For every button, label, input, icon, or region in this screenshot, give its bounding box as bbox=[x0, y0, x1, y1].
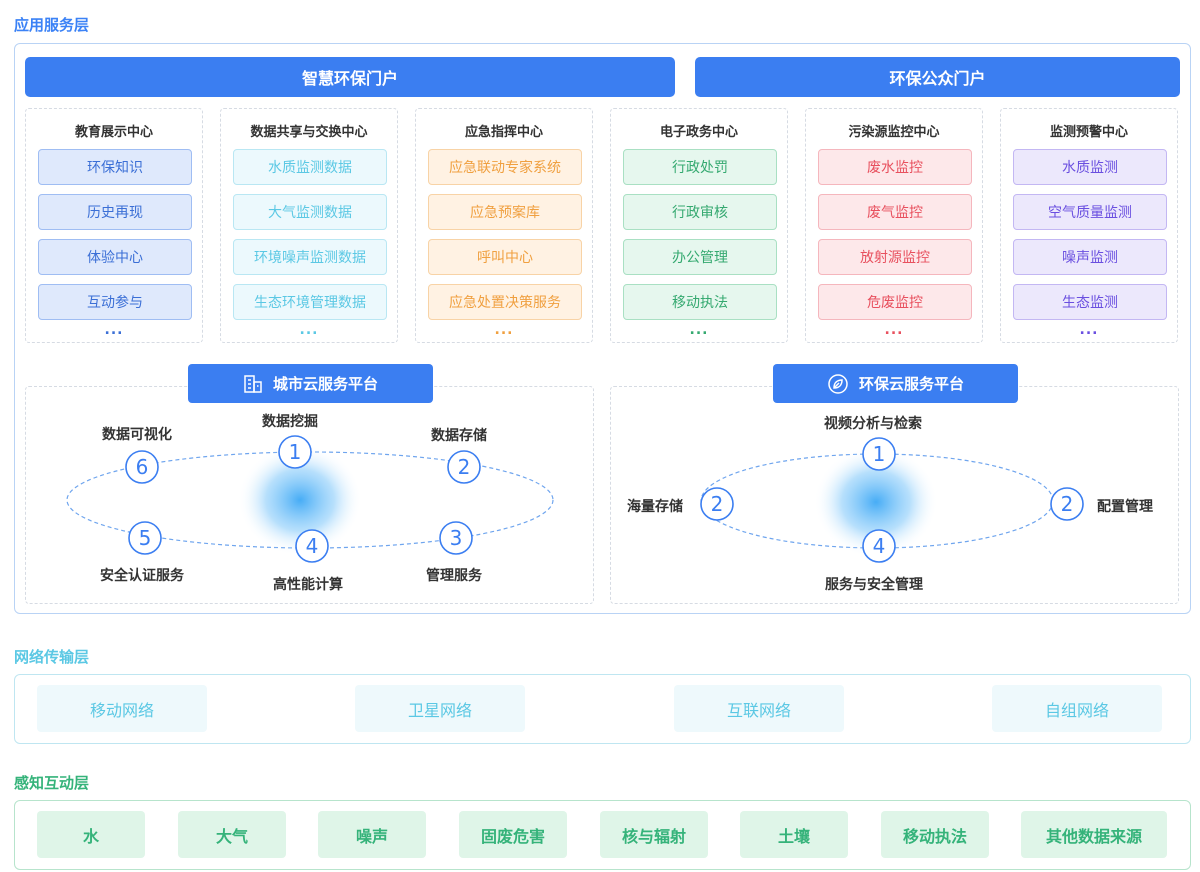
perception-item-other-sources[interactable]: 其他数据来源 bbox=[1021, 811, 1167, 858]
network-layer-box bbox=[14, 674, 1191, 744]
perception-item-radiation[interactable]: 核与辐射 bbox=[600, 811, 708, 858]
building-icon bbox=[244, 374, 262, 393]
env-node-1-label: 视频分析与检索 bbox=[824, 416, 922, 432]
center-item[interactable]: 水质监测 bbox=[1013, 149, 1167, 185]
center-education: 教育展示中心 环保知识 历史再现 体验中心 互动参与 ... bbox=[25, 108, 203, 343]
more-dots: ... bbox=[494, 322, 514, 338]
perception-item-air[interactable]: 大气 bbox=[178, 811, 286, 858]
center-item[interactable]: 行政处罚 bbox=[623, 149, 777, 185]
network-item-mobile[interactable]: 移动网络 bbox=[37, 685, 207, 732]
center-item[interactable]: 办公管理 bbox=[623, 239, 777, 275]
center-emergency: 应急指挥中心 应急联动专家系统 应急预案库 呼叫中心 应急处置决策服务 ... bbox=[415, 108, 593, 343]
city-node-6-label: 数据可视化 bbox=[102, 427, 172, 443]
network-layer-title: 网络传输层 bbox=[14, 648, 90, 666]
more-dots: ... bbox=[689, 322, 709, 338]
perception-layer-title: 感知互动层 bbox=[14, 774, 90, 792]
perception-item-solid-waste[interactable]: 固废危害 bbox=[459, 811, 567, 858]
center-data-sharing: 数据共享与交换中心 水质监测数据 大气监测数据 环境噪声监测数据 生态环境管理数… bbox=[220, 108, 398, 343]
city-platform-title: 城市云服务平台 bbox=[272, 375, 378, 393]
center-item[interactable]: 呼叫中心 bbox=[428, 239, 582, 275]
center-monitoring: 监测预警中心 水质监测 空气质量监测 噪声监测 生态监测 ... bbox=[1000, 108, 1178, 343]
env-node-4-label: 服务与安全管理 bbox=[825, 577, 923, 593]
center-item[interactable]: 危废监控 bbox=[818, 284, 972, 320]
city-node-5-label: 安全认证服务 bbox=[100, 568, 184, 584]
env-node-5-label: 海量存储 bbox=[627, 499, 683, 515]
more-dots: ... bbox=[884, 322, 904, 338]
more-dots: ... bbox=[104, 322, 124, 338]
perception-item-mobile-enforcement[interactable]: 移动执法 bbox=[881, 811, 989, 858]
center-item[interactable]: 生态监测 bbox=[1013, 284, 1167, 320]
center-title: 污染源监控中心 bbox=[848, 125, 940, 140]
center-item[interactable]: 历史再现 bbox=[38, 194, 192, 230]
center-item[interactable]: 生态环境管理数据 bbox=[233, 284, 387, 320]
more-dots: ... bbox=[1079, 322, 1099, 338]
perception-item-water[interactable]: 水 bbox=[37, 811, 145, 858]
city-node-1-label: 数据挖掘 bbox=[262, 414, 318, 430]
center-title: 监测预警中心 bbox=[1049, 125, 1128, 140]
center-item[interactable]: 体验中心 bbox=[38, 239, 192, 275]
perception-layer-box bbox=[14, 800, 1191, 870]
center-item[interactable]: 互动参与 bbox=[38, 284, 192, 320]
network-item-internet[interactable]: 互联网络 bbox=[674, 685, 844, 732]
env-platform-title: 环保云服务平台 bbox=[858, 375, 964, 393]
center-item[interactable]: 废气监控 bbox=[818, 194, 972, 230]
center-item[interactable]: 放射源监控 bbox=[818, 239, 972, 275]
center-item[interactable]: 应急预案库 bbox=[428, 194, 582, 230]
center-pollution: 污染源监控中心 废水监控 废气监控 放射源监控 危废监控 ... bbox=[805, 108, 983, 343]
more-dots: ... bbox=[299, 322, 319, 338]
center-item[interactable]: 应急处置决策服务 bbox=[428, 284, 582, 320]
center-title: 电子政务中心 bbox=[659, 125, 738, 140]
env-node-2-label: 配置管理 bbox=[1097, 499, 1153, 515]
center-title: 应急指挥中心 bbox=[464, 125, 543, 140]
center-item[interactable]: 移动执法 bbox=[623, 284, 777, 320]
center-item[interactable]: 应急联动专家系统 bbox=[428, 149, 582, 185]
center-item[interactable]: 环保知识 bbox=[38, 149, 192, 185]
perception-item-noise[interactable]: 噪声 bbox=[318, 811, 426, 858]
center-title: 教育展示中心 bbox=[74, 125, 153, 140]
city-node-3-label: 管理服务 bbox=[426, 568, 482, 584]
leaf-icon bbox=[828, 373, 848, 394]
network-item-satellite[interactable]: 卫星网络 bbox=[355, 685, 525, 732]
center-item[interactable]: 水质监测数据 bbox=[233, 149, 387, 185]
center-item[interactable]: 环境噪声监测数据 bbox=[233, 239, 387, 275]
network-item-adhoc[interactable]: 自组网络 bbox=[992, 685, 1162, 732]
center-item[interactable]: 大气监测数据 bbox=[233, 194, 387, 230]
perception-item-soil[interactable]: 土壤 bbox=[740, 811, 848, 858]
smart-env-portal[interactable]: 智慧环保门户 bbox=[25, 57, 675, 97]
application-layer-title: 应用服务层 bbox=[14, 16, 90, 34]
city-node-4-label: 高性能计算 bbox=[273, 577, 343, 593]
center-item[interactable]: 噪声监测 bbox=[1013, 239, 1167, 275]
center-egov: 电子政务中心 行政处罚 行政审核 办公管理 移动执法 ... bbox=[610, 108, 788, 343]
public-env-portal[interactable]: 环保公众门户 bbox=[695, 57, 1180, 97]
city-platform-banner[interactable]: 城市云服务平台 bbox=[188, 364, 433, 403]
center-item[interactable]: 废水监控 bbox=[818, 149, 972, 185]
center-item[interactable]: 行政审核 bbox=[623, 194, 777, 230]
center-title: 数据共享与交换中心 bbox=[250, 125, 368, 140]
center-item[interactable]: 空气质量监测 bbox=[1013, 194, 1167, 230]
city-node-2-label: 数据存储 bbox=[431, 428, 487, 444]
env-platform-banner[interactable]: 环保云服务平台 bbox=[773, 364, 1018, 403]
application-layer-box bbox=[14, 43, 1191, 614]
